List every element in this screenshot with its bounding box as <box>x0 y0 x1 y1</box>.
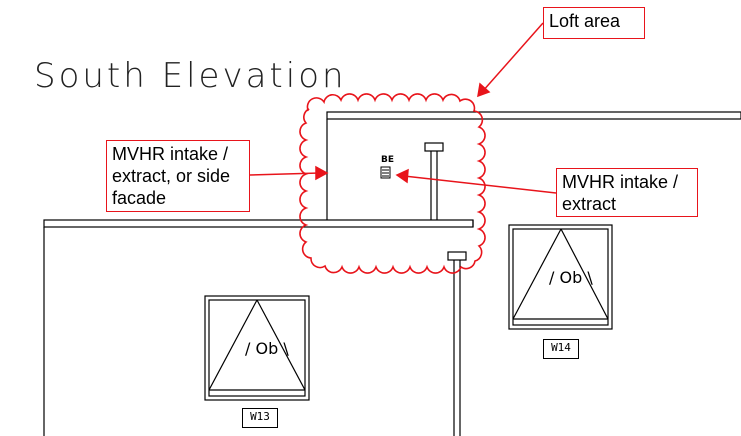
downpipe <box>447 251 467 436</box>
window-w14-label: / Ob \ <box>549 268 593 287</box>
window-tag-w13: W13 <box>242 408 278 428</box>
callout-right-line-2: extract <box>562 194 617 214</box>
callout-left-line-3: facade <box>112 188 167 208</box>
loft-structure <box>326 111 741 220</box>
callout-mvhr-left: MVHR intake / extract, or side facade <box>106 140 250 212</box>
drawing-title: South Elevation <box>34 56 347 96</box>
main-building <box>43 219 474 436</box>
callout-mvhr-right: MVHR intake / extract <box>556 168 698 217</box>
callout-left-line-2: extract, or side <box>112 166 231 186</box>
leader-loft <box>481 22 544 93</box>
arrowhead-loft <box>477 82 491 98</box>
callout-left-line-1: MVHR intake / <box>112 144 229 164</box>
vent-label: BE <box>381 155 395 165</box>
callout-loft-area: Loft area <box>543 7 645 39</box>
window-w14 <box>508 224 613 330</box>
window-tag-w14: W14 <box>543 339 579 359</box>
arrowhead-right <box>395 168 409 184</box>
leader-right <box>403 175 557 194</box>
window-w13 <box>204 295 310 401</box>
arrowhead-left <box>315 165 329 181</box>
window-w13-label: / Ob \ <box>245 339 289 358</box>
flue-terminal <box>424 142 444 220</box>
window-w13-ob: Ob <box>255 339 279 358</box>
callout-right-line-1: MVHR intake / <box>562 172 679 192</box>
leader-left <box>249 172 321 176</box>
callout-loft-text: Loft area <box>549 11 621 31</box>
leader-arrows <box>249 22 557 194</box>
vent-grille-icon <box>380 166 391 179</box>
window-w14-ob: Ob <box>559 268 583 287</box>
loft-cloud-outline <box>299 93 486 274</box>
